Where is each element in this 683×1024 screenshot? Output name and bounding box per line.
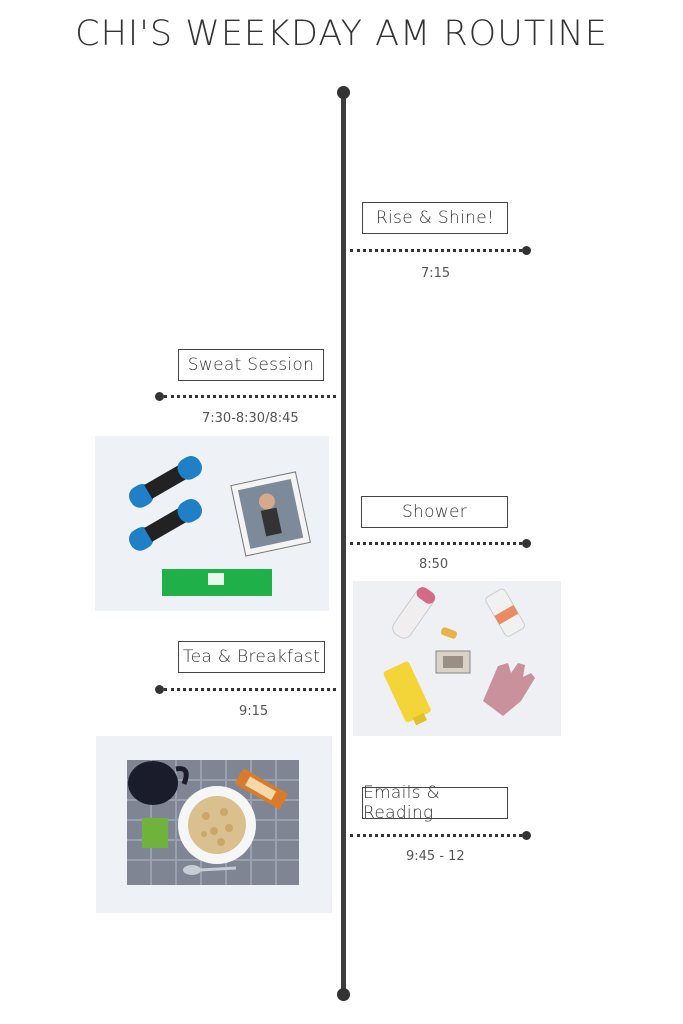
event-end-dot-shower xyxy=(522,539,531,548)
shower-products-photo xyxy=(353,581,561,736)
event-end-dot-emails xyxy=(522,831,531,840)
event-end-dot-rise xyxy=(522,246,531,255)
event-label-shower: Shower xyxy=(361,496,508,528)
timeline-axis xyxy=(341,92,346,994)
event-connector-sweat xyxy=(164,395,336,398)
event-label-sweat: Sweat Session xyxy=(178,349,324,381)
event-connector-breakfast xyxy=(164,688,336,691)
event-end-dot-breakfast xyxy=(155,685,164,694)
event-time-shower: 8:50 xyxy=(419,557,449,572)
event-connector-rise xyxy=(350,249,522,252)
timeline-start-dot xyxy=(337,86,350,99)
workout-photo xyxy=(95,436,329,611)
event-label-breakfast: Tea & Breakfast xyxy=(178,641,325,673)
event-time-sweat: 7:30-8:30/8:45 xyxy=(202,411,299,426)
event-connector-emails xyxy=(350,834,522,837)
event-time-emails: 9:45 - 12 xyxy=(406,849,465,864)
event-connector-shower xyxy=(350,542,522,545)
event-time-breakfast: 9:15 xyxy=(239,704,269,719)
breakfast-photo xyxy=(96,736,332,913)
event-label-rise: Rise & Shine! xyxy=(362,202,508,234)
event-label-emails: Emails & Reading xyxy=(362,783,508,823)
page-title: CHI'S WEEKDAY AM ROUTINE xyxy=(75,14,608,54)
timeline-end-dot xyxy=(337,988,350,1001)
event-time-rise: 7:15 xyxy=(421,266,451,281)
event-end-dot-sweat xyxy=(155,392,164,401)
